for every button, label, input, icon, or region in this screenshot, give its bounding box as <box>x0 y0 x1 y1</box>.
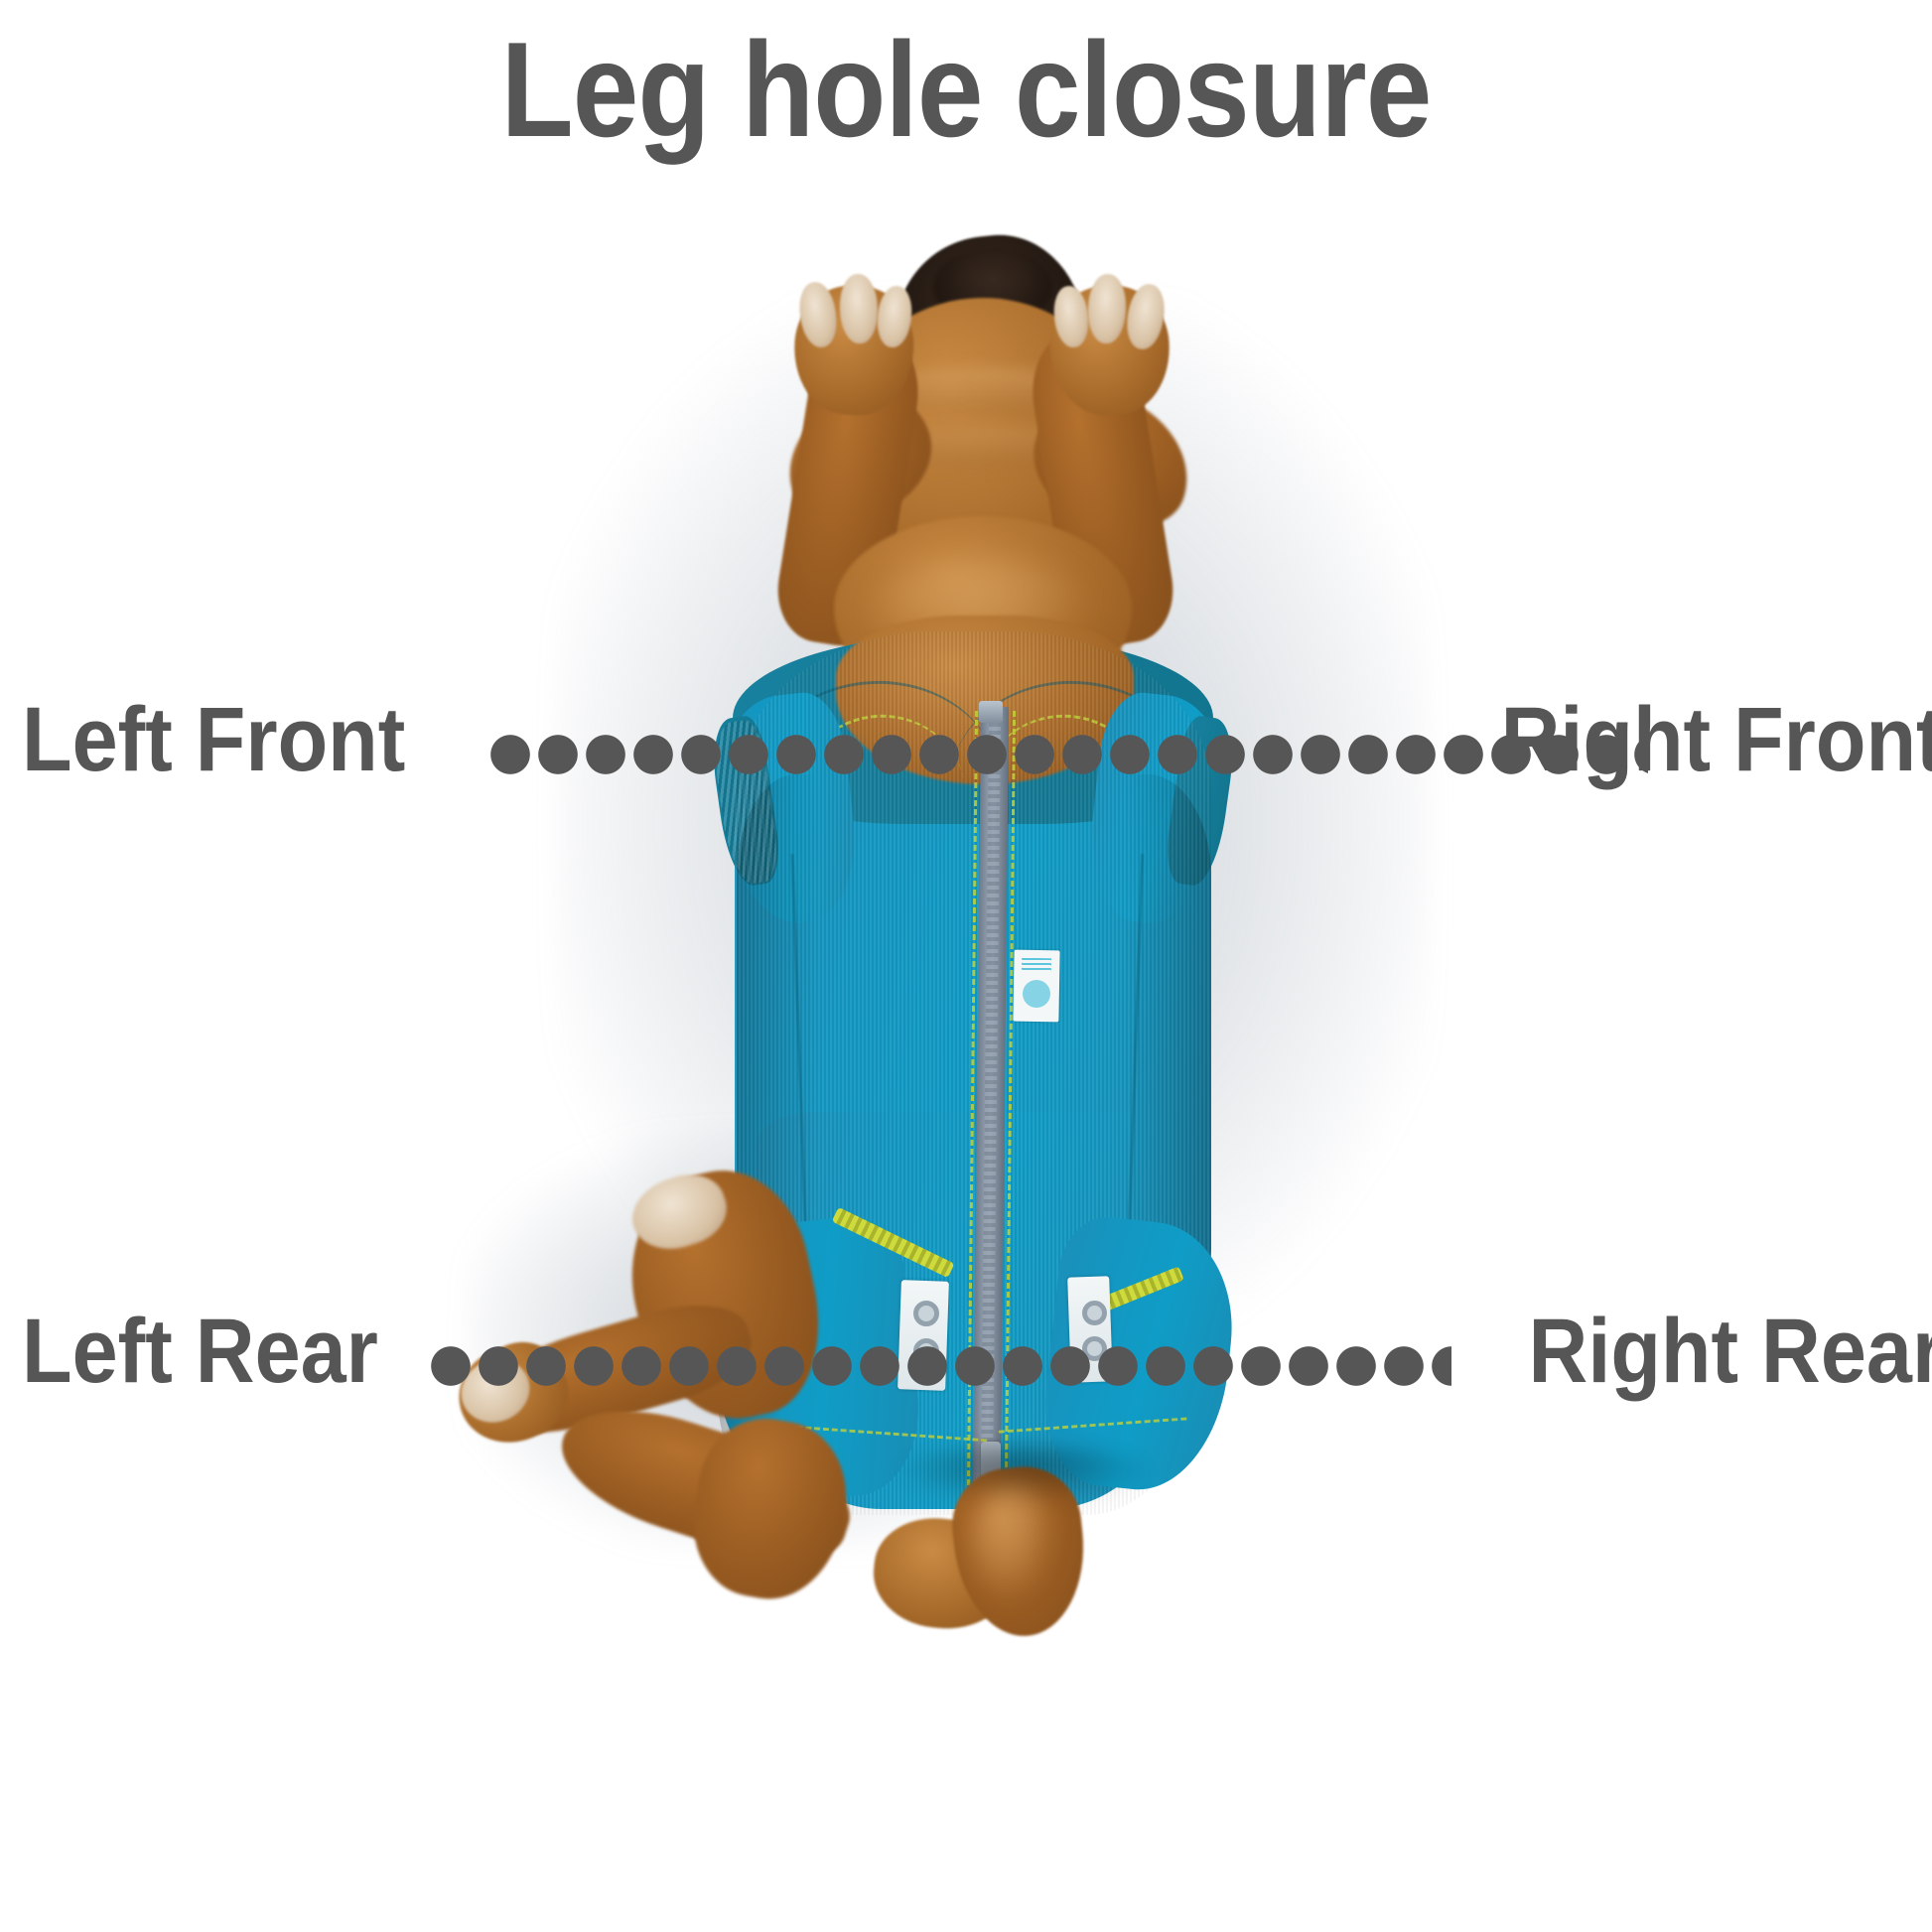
zipper-top-stop <box>979 701 1003 723</box>
snap-right-lower <box>1082 1336 1107 1361</box>
page-title: Leg hole closure <box>500 14 1433 165</box>
dog-tail-highlight <box>971 1483 1056 1602</box>
dog-toe-left-b <box>838 273 880 345</box>
leg-hole-closure-left <box>897 1280 949 1391</box>
snap-left-lower <box>913 1338 939 1364</box>
tag-text-lines <box>1021 957 1052 973</box>
leg-hole-closure-right <box>1067 1276 1113 1383</box>
snap-left-upper <box>913 1301 939 1326</box>
snap-right-upper <box>1082 1301 1107 1325</box>
suit-hem-shadow <box>894 1446 1152 1505</box>
